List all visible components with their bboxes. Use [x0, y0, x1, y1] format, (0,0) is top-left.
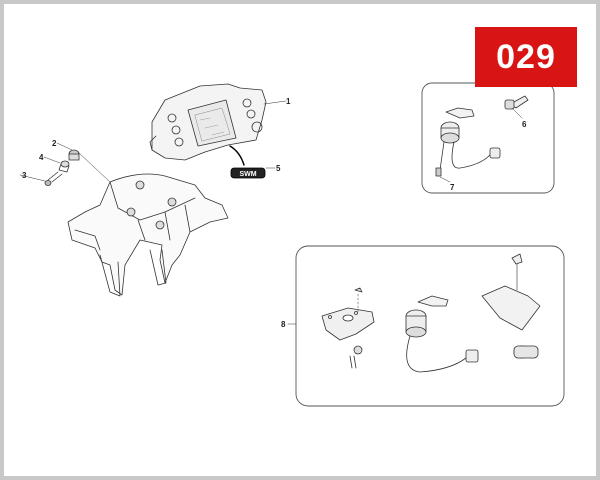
instrument-bracket-illustration[interactable] — [67, 173, 229, 297]
callout-8: 8 — [281, 320, 286, 329]
callout-4: 4 — [39, 153, 44, 162]
ignition-switch-box[interactable] — [421, 82, 555, 194]
callout-6: 6 — [522, 120, 527, 129]
callout-7: 7 — [450, 183, 455, 192]
swm-logo-text: SWM — [239, 171, 256, 178]
callout-2: 2 — [52, 139, 57, 148]
callout-5: 5 — [276, 164, 281, 173]
page-number-badge: 029 — [475, 27, 577, 87]
hardware-2-3-4[interactable] — [19, 142, 111, 186]
instrument-cluster-illustration[interactable] — [149, 83, 287, 166]
lock-set-box[interactable] — [287, 245, 565, 407]
callout-1: 1 — [286, 97, 291, 106]
callout-3: 3 — [22, 171, 27, 180]
swm-decal[interactable]: SWM — [230, 167, 276, 179]
